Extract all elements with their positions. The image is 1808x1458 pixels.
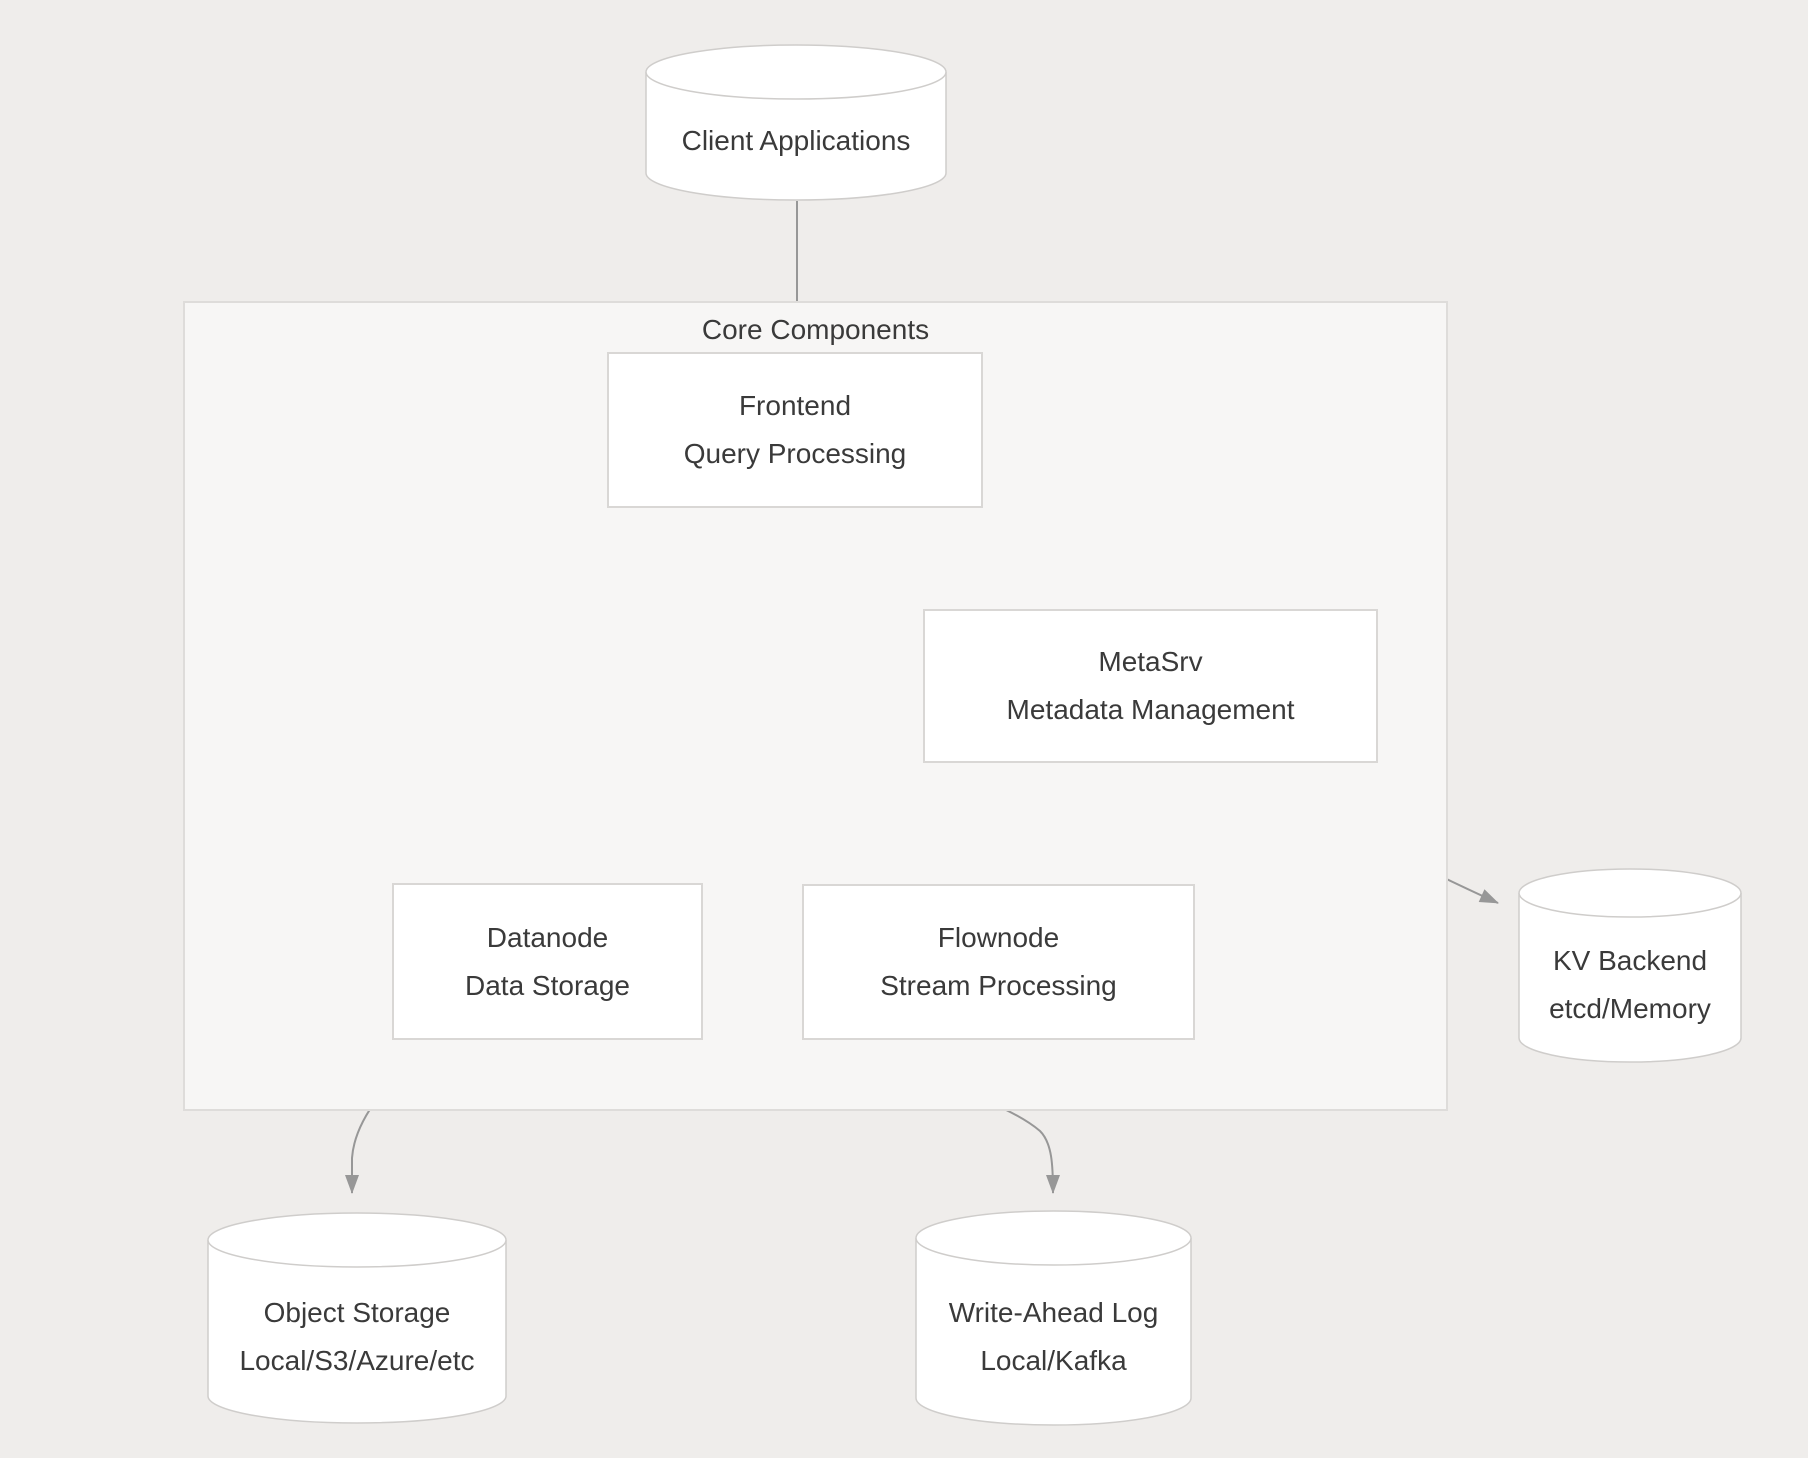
flownode-title: Flownode	[937, 922, 1060, 953]
node-kv-backend: KV Backend etcd/Memory	[1518, 868, 1742, 1063]
datanode-title: Datanode	[486, 921, 609, 953]
flownode-subtitle: Stream Processing	[880, 970, 1117, 1001]
node-client-applications: Client Applications	[645, 44, 947, 201]
cylinder-icon	[915, 1210, 1192, 1426]
cylinder-icon	[1518, 868, 1742, 1063]
node-object-storage: Object Storage Local/S3/Azure/etc	[207, 1212, 507, 1424]
kv-backend-title: KV Backend	[1552, 944, 1708, 976]
node-metasrv: MetaSrv Metadata Management	[923, 609, 1378, 763]
object-storage-subtitle: Local/S3/Azure/etc	[239, 1344, 475, 1376]
core-components-label: Core Components	[701, 314, 930, 345]
node-write-ahead-log: Write-Ahead Log Local/Kafka	[915, 1210, 1192, 1426]
frontend-subtitle: Query Processing	[683, 438, 907, 469]
node-frontend: Frontend Query Processing	[607, 352, 983, 508]
client-applications-label: Client Applications	[681, 125, 911, 156]
frontend-title: Frontend	[738, 390, 852, 421]
write-ahead-log-title: Write-Ahead Log	[948, 1296, 1159, 1328]
write-ahead-log-subtitle: Local/Kafka	[980, 1344, 1127, 1376]
object-storage-title: Object Storage	[263, 1296, 451, 1328]
cylinder-icon	[645, 44, 947, 201]
kv-backend-subtitle: etcd/Memory	[1549, 992, 1711, 1024]
datanode-subtitle: Data Storage	[465, 969, 630, 1001]
metasrv-title: MetaSrv	[1098, 646, 1203, 677]
node-flownode: Flownode Stream Processing	[802, 884, 1195, 1040]
cylinder-icon	[207, 1212, 507, 1424]
node-datanode: Datanode Data Storage	[392, 883, 703, 1040]
metasrv-subtitle: Metadata Management	[1006, 694, 1295, 725]
